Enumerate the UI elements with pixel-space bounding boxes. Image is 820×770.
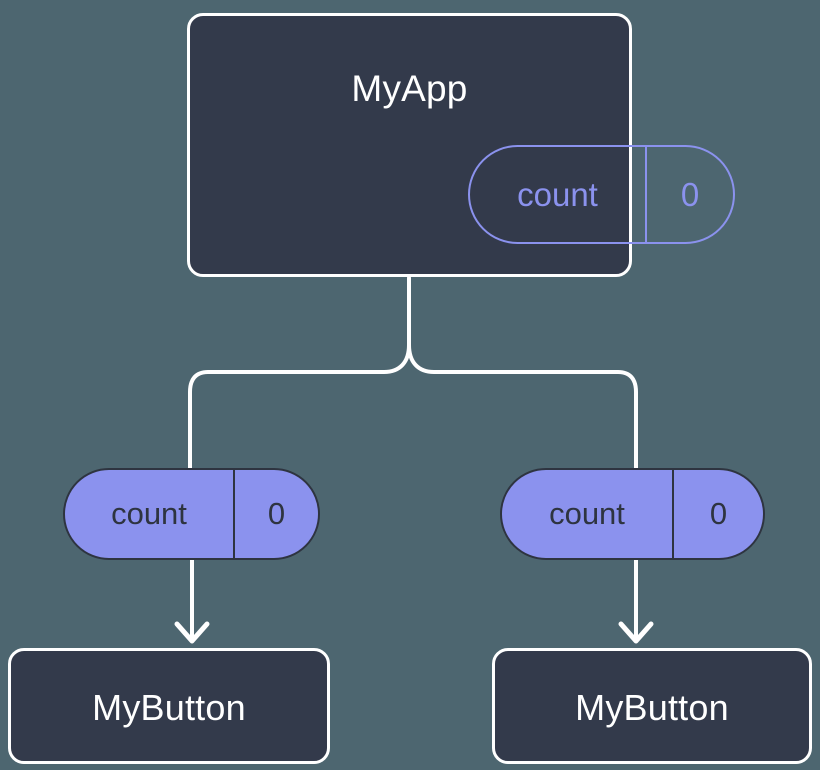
component-box-myapp[interactable]: MyApp count 0: [187, 13, 735, 277]
prop-pill-key: count: [111, 496, 187, 531]
prop-pill-value: 0: [233, 470, 318, 558]
prop-pill-left-count[interactable]: count 0: [63, 468, 320, 560]
wire-fork-left: [188, 343, 411, 470]
prop-arrow-left-head: [174, 621, 210, 644]
wire-fork-right: [407, 343, 638, 470]
state-pill-myapp-count[interactable]: count 0: [468, 145, 735, 244]
component-box-mybutton-right[interactable]: MyButton: [492, 648, 812, 764]
state-pill-value: 0: [645, 147, 733, 242]
prop-arrow-right-head: [618, 621, 654, 644]
prop-pill-right-count[interactable]: count 0: [500, 468, 765, 560]
prop-pill-value: 0: [672, 470, 763, 558]
prop-pill-key: count: [549, 496, 625, 531]
component-box-mybutton-left[interactable]: MyButton: [8, 648, 330, 764]
component-title-mybutton: MyButton: [575, 687, 729, 728]
component-title-mybutton: MyButton: [92, 687, 246, 728]
component-title-myapp: MyApp: [351, 68, 468, 109]
state-pill-key: count: [517, 175, 598, 213]
